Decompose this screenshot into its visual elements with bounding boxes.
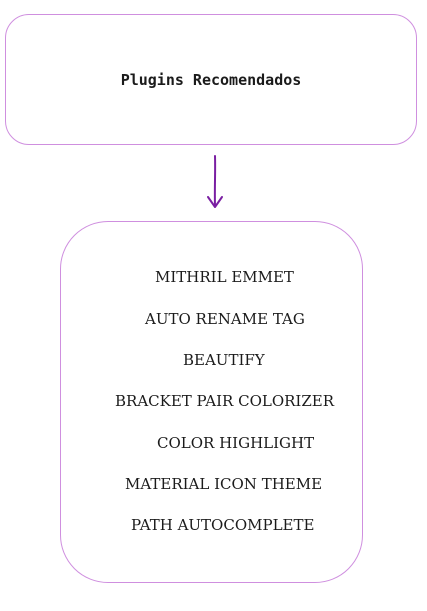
plugin-item-mithril-emmet: MITHRIL EMMET bbox=[155, 268, 294, 286]
plugin-item-path-autocomplete: PATH AUTOCOMPLETE bbox=[131, 516, 315, 534]
down-arrow-icon bbox=[207, 155, 223, 208]
plugin-item-material-icon-theme: MATERIAL ICON THEME bbox=[125, 475, 323, 493]
header-box: Plugins Recomendados bbox=[5, 14, 417, 145]
header-title: Plugins Recomendados bbox=[120, 70, 302, 89]
plugin-item-color-highlight: COLOR HIGHLIGHT bbox=[157, 434, 315, 452]
plugins-box bbox=[60, 221, 363, 583]
plugin-item-beautify: BEAUTIFY bbox=[183, 351, 265, 369]
plugin-item-auto-rename-tag: AUTO RENAME TAG bbox=[145, 310, 305, 328]
plugin-item-bracket-pair-colorizer: BRACKET PAIR COLORIZER bbox=[115, 392, 335, 410]
